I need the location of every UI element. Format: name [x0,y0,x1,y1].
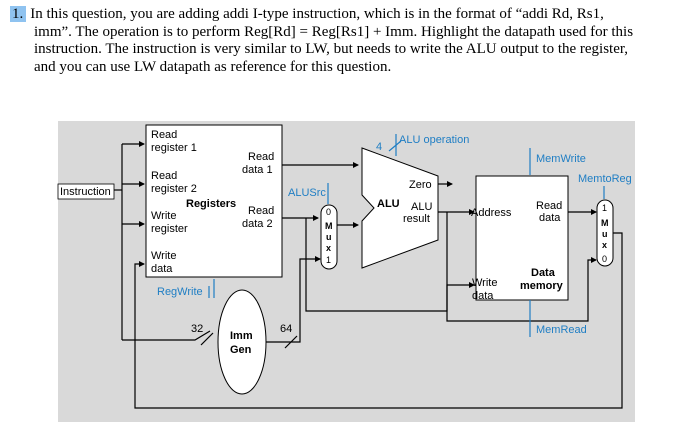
question-line-4: and you can use LW datapath as reference… [34,58,392,75]
read-register-1-label-a: Read [151,129,177,141]
read-data-2-label-b: data 2 [242,218,273,230]
question-line-2: imm”. The operation is to perform Reg[Rd… [34,23,634,40]
alu-mux-letter-x: x [326,243,331,253]
alu-result-label-a: ALU [411,201,432,213]
imm-out-width: 64 [280,323,292,335]
alu-mux-input-1: 1 [326,255,331,265]
read-data-2-label-a: Read [248,205,274,217]
alu-op-bits: 4 [376,141,382,153]
mem-mux-letter-u: u [602,229,608,239]
mem-mux-input-1: 1 [602,203,607,213]
alu-src-label: ALUSrc [288,187,326,199]
data-memory [475,175,569,301]
write-data-label-b: data [151,263,173,275]
write-register-label-a: Write [151,210,176,222]
registers-title: Registers [186,198,236,210]
read-register-2-label-b: register 2 [151,183,197,195]
mem-to-reg-label: MemtoReg [578,173,632,185]
mem-write-label: MemWrite [536,153,586,165]
mem-read-data-label-a: Read [536,200,562,212]
address-label: Address [471,207,512,219]
mem-write-data-label-b: data [472,290,494,302]
imm-gen-label-b: Gen [230,344,252,356]
alu-operation-tick [388,140,402,152]
imm-to-alu-mux-wire [266,256,321,343]
mem-write-data-label-a: Write [472,277,497,289]
question-number: 1. [10,6,27,22]
imm-in-width-tick [200,332,214,346]
mem-mux-letter-m: M [601,218,609,228]
alu-result-label-b: result [403,213,430,225]
question-line-3: instruction. The instruction is very sim… [34,41,629,57]
alu-mux-letter-m: M [325,221,333,231]
instruction-box [57,183,115,200]
mem-mux-letter-x: x [602,240,607,250]
alu-operation-label: ALU operation [399,134,469,146]
read-register-1-label-b: register 1 [151,142,197,154]
mem-read-data-label-b: data [539,212,561,224]
reg-write-label: RegWrite [157,286,203,298]
question-line-1: 1.In this question, you are adding addi … [10,6,690,24]
writeback-wire [134,232,623,409]
mem-read-label: MemRead [536,324,587,336]
read-data-1-label-a: Read [248,151,274,163]
mem-mux-input-0: 0 [602,254,607,264]
imm-gen-label-a: Imm [230,330,253,342]
alu-src-mux [320,204,338,270]
data-memory-title-a: Data [531,267,556,279]
alu-mux-input-0: 0 [326,207,331,217]
alu-name: ALU [377,198,400,210]
write-register-label-b: register [151,223,188,235]
data-memory-title-b: memory [520,280,564,292]
imm-out-width-tick [284,335,298,349]
question-line-1-text: In this question, you are adding addi I-… [30,6,604,22]
register-file [145,124,283,278]
write-data-label-a: Write [151,250,176,262]
imm-in-width: 32 [191,323,203,335]
alu-result-bypass-wire [446,212,597,322]
alu-zero-label: Zero [409,179,432,191]
alu-mux-letter-u: u [326,232,332,242]
alu [361,147,439,269]
read-data-1-label-b: data 1 [242,164,273,176]
wire-to-imm-gen [122,330,211,341]
imm-gen-unit [217,289,267,395]
question-text: 1.In this question, you are adding addi … [10,6,690,76]
instruction-label: Instruction [60,186,111,198]
read-register-2-label-a: Read [151,170,177,182]
